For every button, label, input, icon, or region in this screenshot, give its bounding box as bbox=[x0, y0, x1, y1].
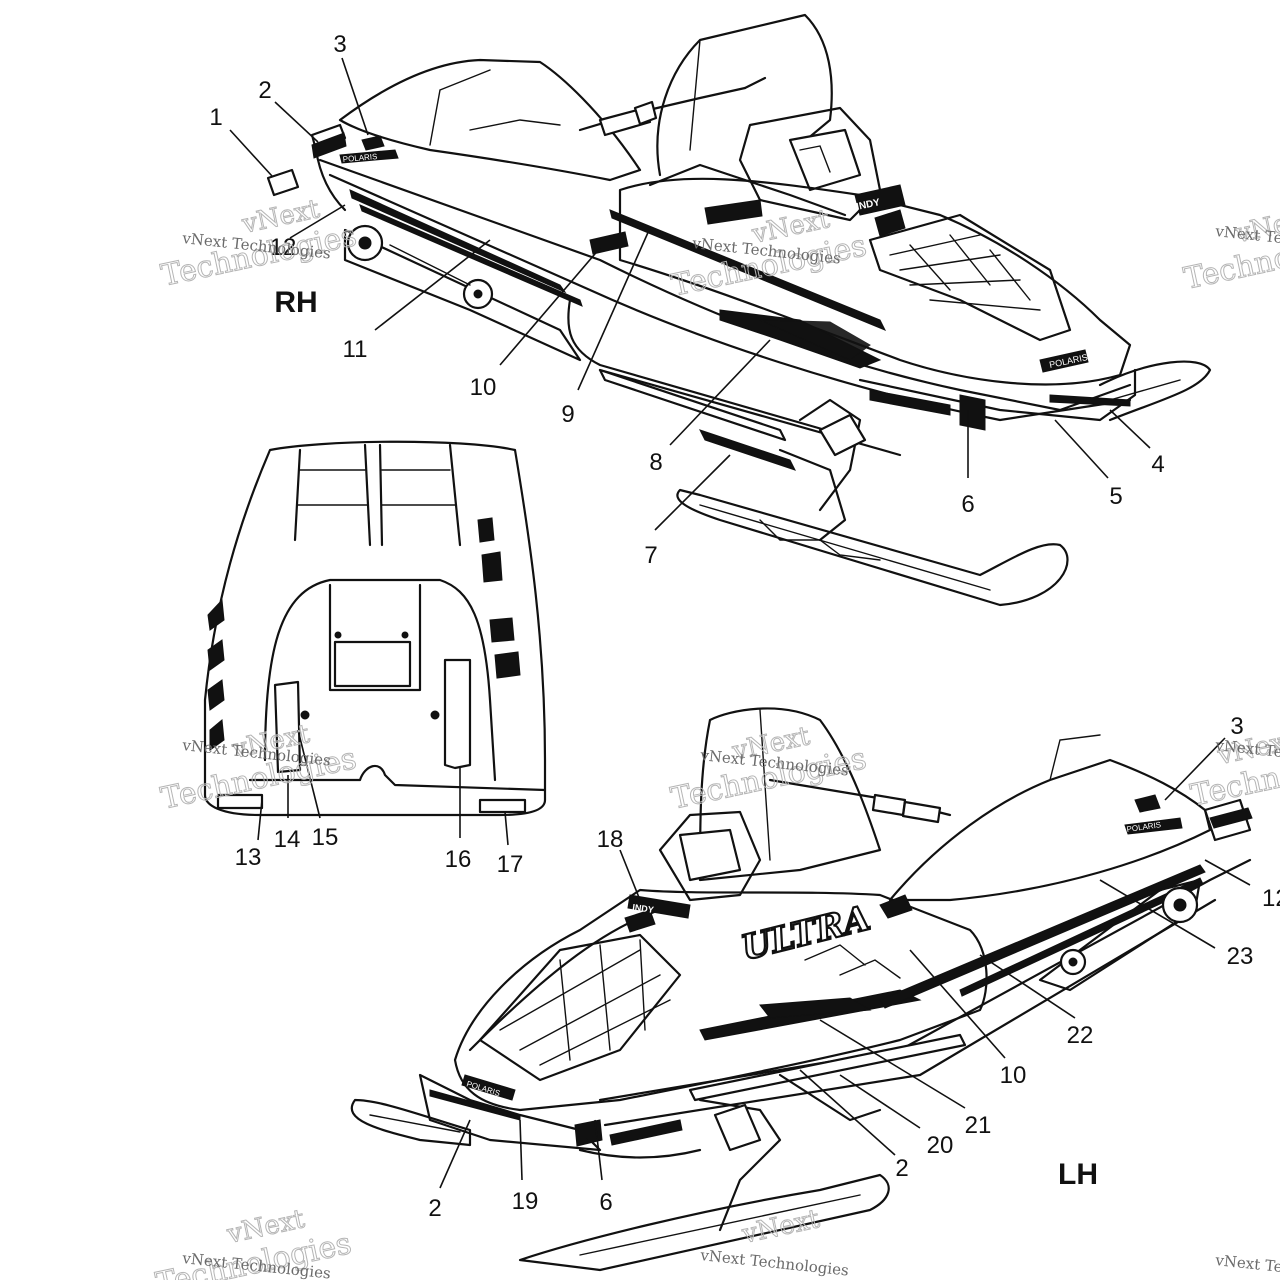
brand-decal-seat: POLARIS bbox=[342, 152, 377, 164]
callout-21: 21 bbox=[965, 1112, 992, 1139]
callout-11: 11 bbox=[343, 336, 368, 363]
callout-10-lh: 10 bbox=[1000, 1062, 1027, 1089]
callout-6-lh: 6 bbox=[599, 1189, 612, 1216]
watermark-small-clipped: vNext Te bbox=[1214, 1251, 1280, 1276]
callout-8: 8 bbox=[649, 449, 662, 476]
callout-2-lh-a: 2 bbox=[895, 1155, 908, 1182]
ultra-decal: ULTRA bbox=[736, 897, 875, 970]
callout-22: 22 bbox=[1067, 1022, 1094, 1049]
watermark-small: vNext Technologies bbox=[699, 1246, 850, 1280]
callout-numbers: 1 2 3 12 11 10 9 8 7 6 5 4 13 14 15 16 1… bbox=[209, 31, 1280, 1222]
watermark-line1: vNext bbox=[739, 1204, 823, 1250]
view-label-lh: LH bbox=[1058, 1158, 1098, 1191]
callout-3: 3 bbox=[333, 31, 346, 58]
callout-12-lh: 12 bbox=[1262, 885, 1280, 912]
callout-5: 5 bbox=[1109, 483, 1122, 510]
decal-part-14 bbox=[273, 680, 302, 774]
callout-2: 2 bbox=[258, 77, 271, 104]
callout-19: 19 bbox=[512, 1188, 539, 1215]
callout-20: 20 bbox=[927, 1132, 954, 1159]
callout-9: 9 bbox=[561, 401, 574, 428]
ultra-decal-text: ULTRA bbox=[738, 898, 875, 968]
decal-part-17 bbox=[478, 798, 527, 814]
callout-18: 18 bbox=[597, 826, 624, 853]
decal-part-1 bbox=[266, 168, 300, 197]
hood-top-view bbox=[203, 440, 547, 817]
left-side-snowmobile: ULTRA bbox=[350, 707, 1253, 1272]
indy-decal-lh: INDY bbox=[632, 902, 655, 915]
right-side-snowmobile bbox=[266, 13, 1212, 607]
callout-10: 10 bbox=[470, 374, 497, 401]
callout-6: 6 bbox=[961, 491, 974, 518]
callout-16: 16 bbox=[445, 846, 472, 873]
view-label-rh: RH bbox=[274, 286, 317, 319]
indy-decal-rh: INDY bbox=[855, 197, 881, 213]
callout-15: 15 bbox=[312, 824, 339, 851]
leader-lines bbox=[229, 57, 1251, 1189]
callout-3-lh: 3 bbox=[1230, 713, 1243, 740]
callout-17: 17 bbox=[497, 851, 524, 878]
callout-12: 12 bbox=[270, 234, 297, 261]
callout-14: 14 bbox=[274, 826, 301, 853]
callout-1: 1 bbox=[209, 104, 222, 131]
callout-4: 4 bbox=[1151, 451, 1164, 478]
watermarks: vNext Technologies vNext Technologies vN… bbox=[152, 194, 1280, 1280]
callout-23: 23 bbox=[1227, 943, 1254, 970]
callout-2-lh-b: 2 bbox=[428, 1195, 441, 1222]
callout-7: 7 bbox=[644, 542, 657, 569]
callout-13: 13 bbox=[235, 844, 262, 871]
decal-part-16 bbox=[443, 658, 472, 770]
